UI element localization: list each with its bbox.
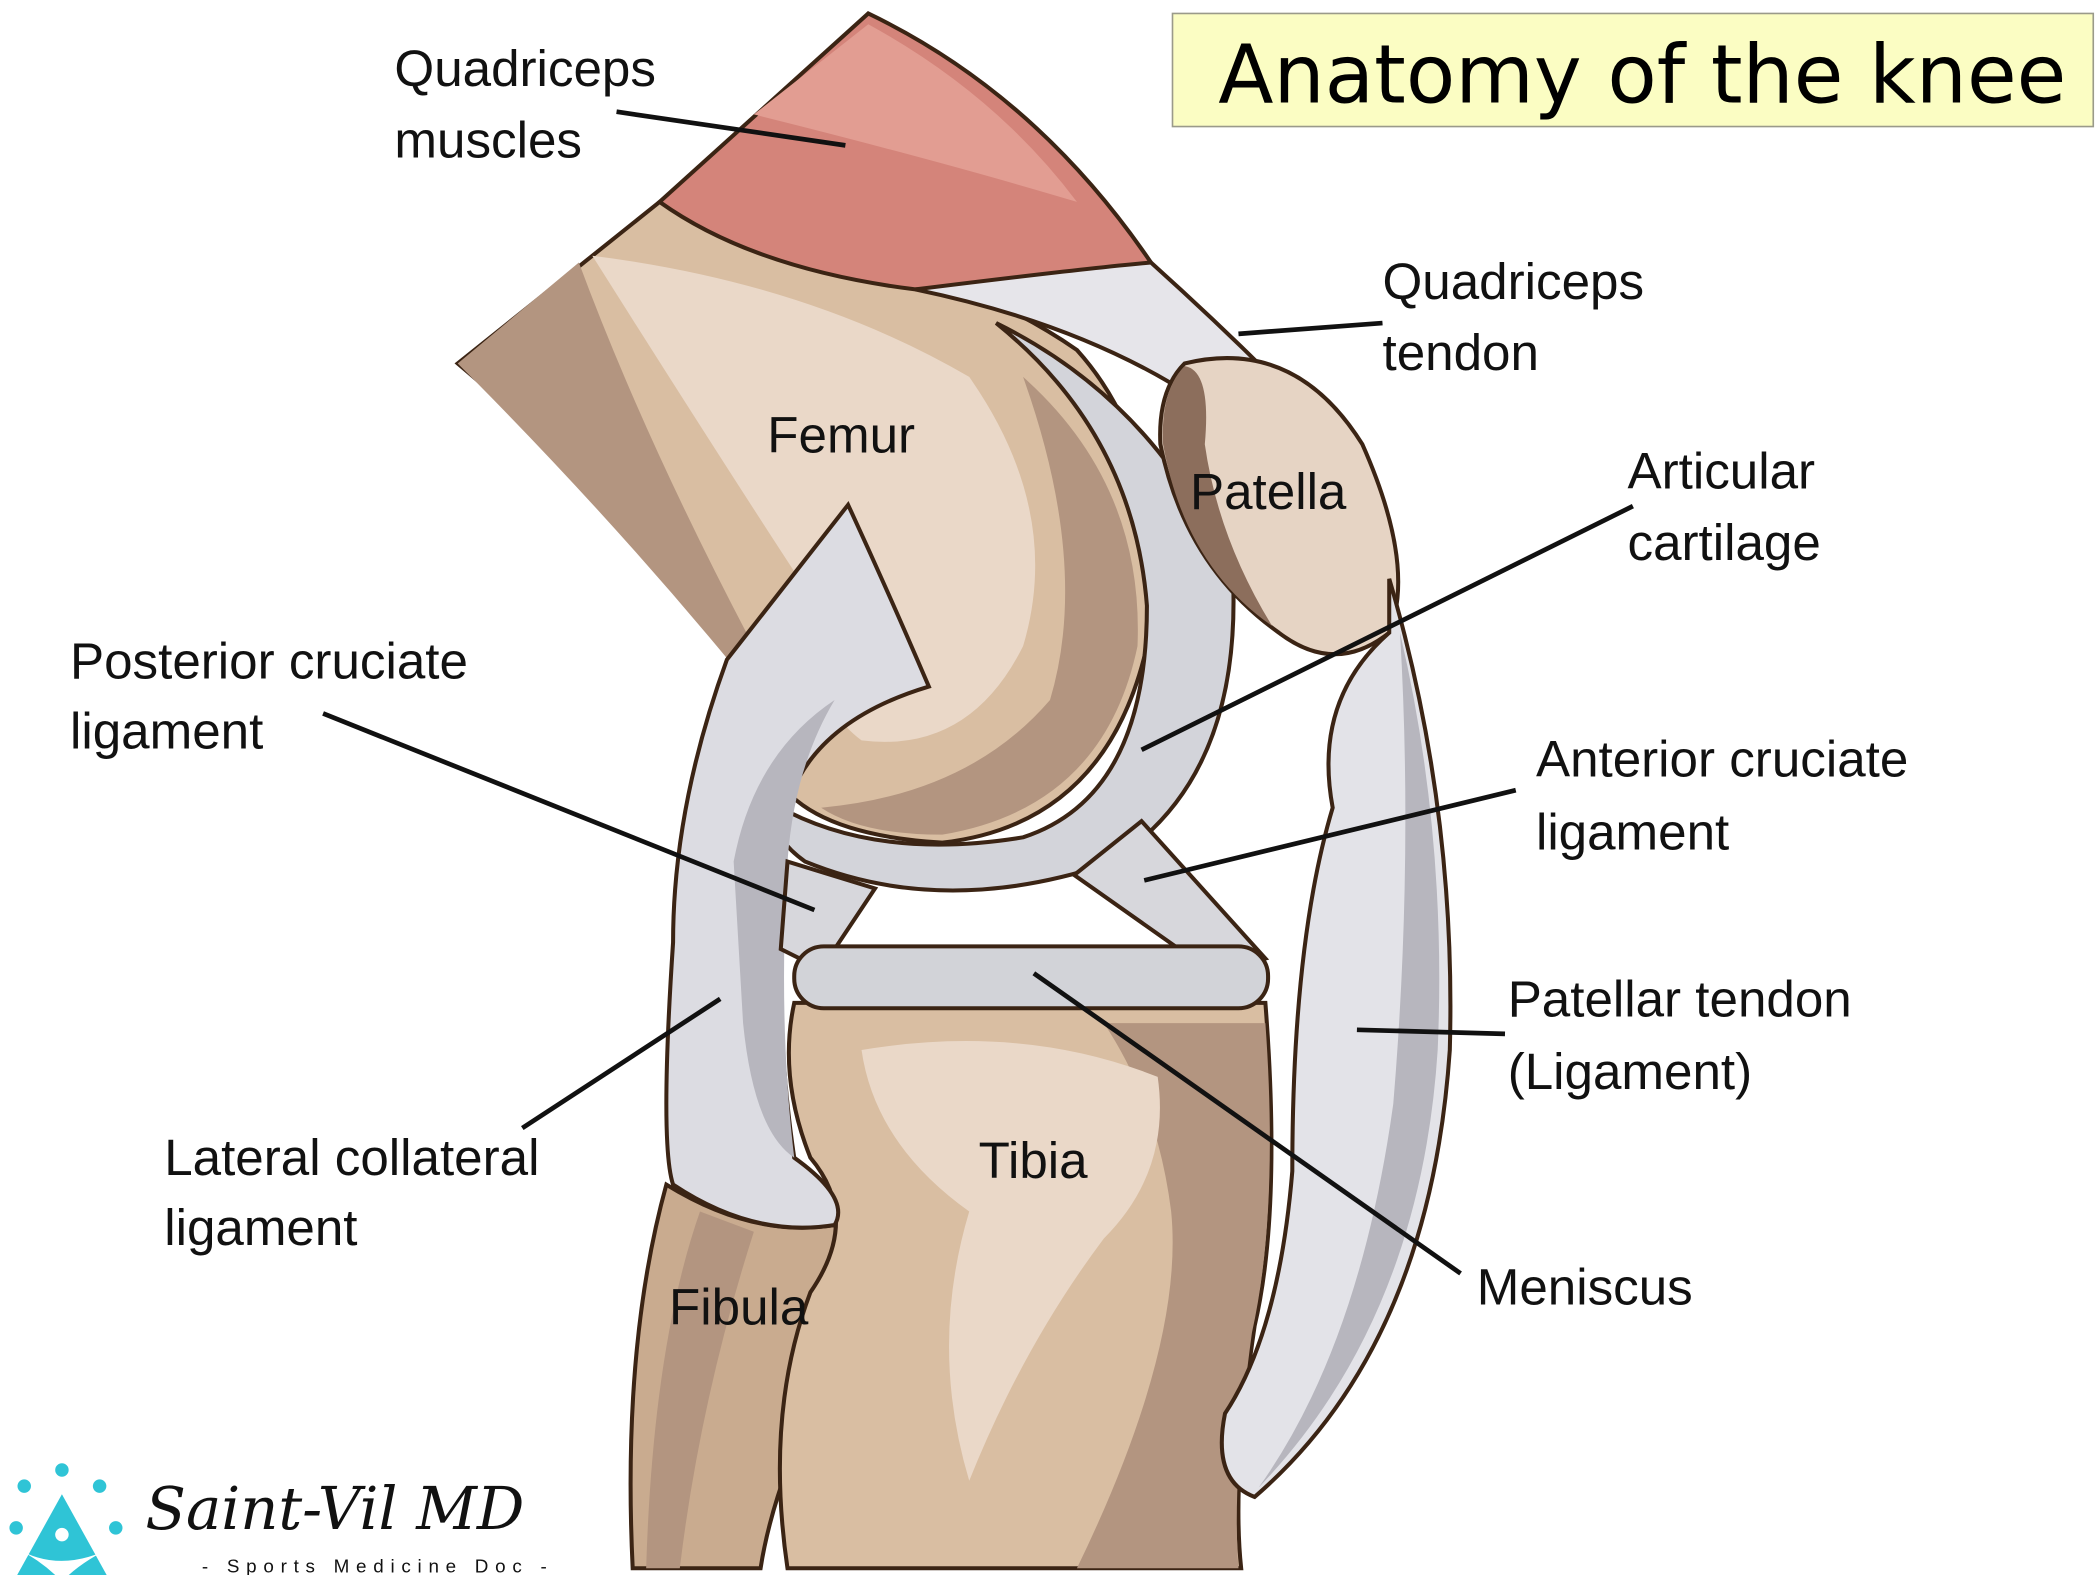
meniscus xyxy=(792,944,1271,1011)
leader-lines xyxy=(322,109,1634,1276)
fibula-band xyxy=(646,1211,754,1569)
label-quadriceps-muscles: Quadriceps muscles xyxy=(394,40,670,168)
label-anterior-cruciate-ligament: Anterior cruciate ligament xyxy=(1536,731,1923,861)
femur-condyle-shade xyxy=(821,376,1138,835)
tibia-highlight xyxy=(861,1041,1160,1481)
labels: Quadriceps muscles Quadriceps tendon Fem… xyxy=(70,40,1923,1336)
patella-shade xyxy=(1162,366,1273,626)
patella xyxy=(1158,356,1401,657)
label-fibula: Fibula xyxy=(669,1279,809,1336)
logo-name: Saint-Vil MD xyxy=(145,1474,524,1543)
posterior-cruciate-ligament xyxy=(664,500,932,1230)
logo: Saint-Vil MD - Sports Medicine Doc - xyxy=(9,1463,554,1575)
label-femur: Femur xyxy=(767,406,915,463)
label-tibia: Tibia xyxy=(979,1132,1089,1189)
patellar-tendon-shade xyxy=(1258,632,1440,1488)
label-lateral-collateral-ligament: Lateral collateral ligament xyxy=(164,1129,553,1256)
anterior-cruciate-ligament xyxy=(1070,818,1270,975)
logo-tagline: - Sports Medicine Doc - xyxy=(202,1555,554,1575)
logo-icon xyxy=(9,1463,123,1575)
label-patella: Patella xyxy=(1190,463,1347,520)
femur-shade xyxy=(457,262,761,667)
title-box: Anatomy of the knee xyxy=(1171,12,2095,128)
knee-illustration xyxy=(454,11,1453,1571)
label-meniscus: Meniscus xyxy=(1477,1258,1693,1315)
label-quadriceps-tendon: Quadriceps tendon xyxy=(1383,253,1659,381)
femur-highlight xyxy=(592,255,1036,742)
label-posterior-cruciate-ligament: Posterior cruciate ligament xyxy=(70,632,482,759)
title: Anatomy of the knee xyxy=(1218,28,2066,122)
label-patellar-tendon: Patellar tendon (Ligament) xyxy=(1508,970,1866,1100)
quadriceps-muscle-highlight xyxy=(753,24,1077,202)
label-articular-cartilage: Articular cartilage xyxy=(1628,443,1830,571)
